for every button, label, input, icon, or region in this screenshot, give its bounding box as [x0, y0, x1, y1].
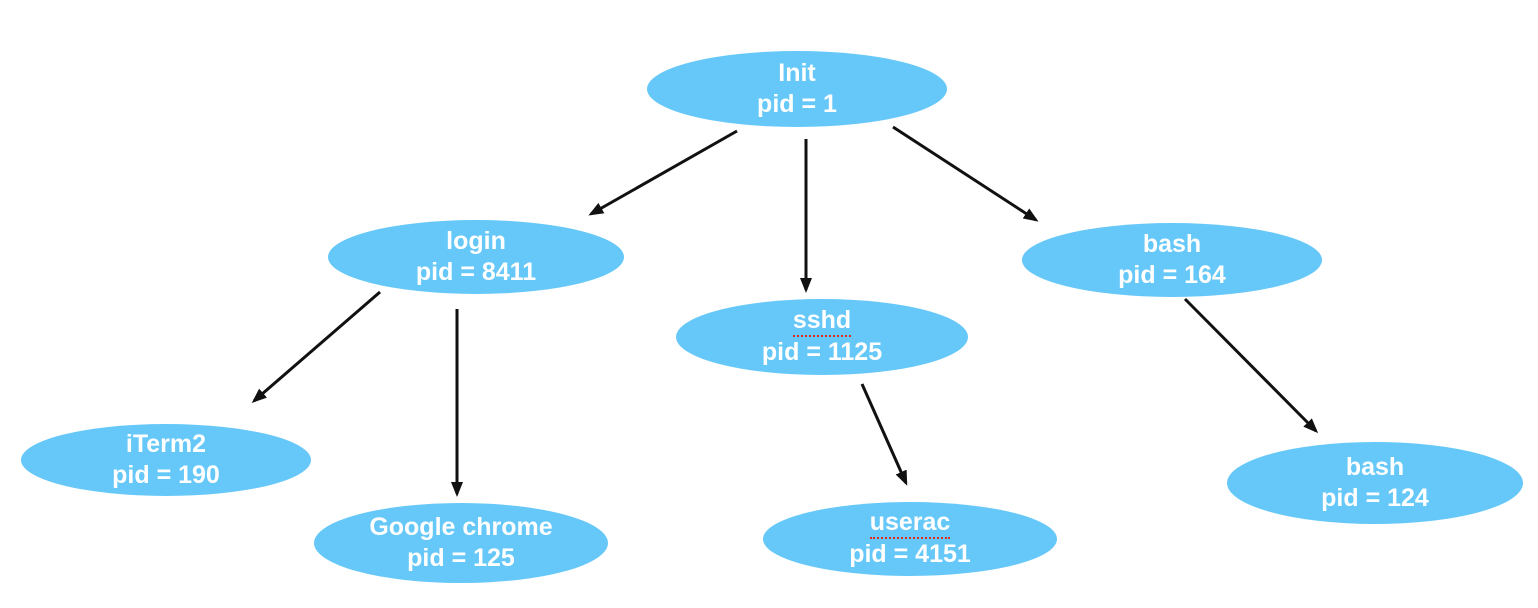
process-pid: pid = 164	[1118, 261, 1226, 289]
node-bash-124: bash pid = 124	[1227, 442, 1523, 524]
node-bash-164: bash pid = 164	[1022, 223, 1322, 297]
node-iterm2: iTerm2 pid = 190	[21, 424, 311, 496]
node-sshd: sshd pid = 1125	[676, 299, 968, 375]
process-pid: pid = 190	[112, 461, 220, 489]
process-pid: pid = 124	[1321, 484, 1429, 512]
process-name: Google chrome	[369, 513, 553, 541]
process-name: Init	[778, 59, 816, 87]
process-name: bash	[1142, 230, 1202, 258]
process-pid: pid = 4151	[849, 539, 971, 568]
process-name: sshd	[792, 306, 852, 337]
edge-bash164-bash124	[1183, 297, 1319, 434]
process-name: bash	[1345, 453, 1405, 481]
edge-init-login	[588, 129, 738, 216]
node-userac: userac pid = 4151	[763, 502, 1057, 576]
edge-sshd-userac	[860, 383, 908, 486]
node-google-chrome: Google chrome pid = 125	[314, 503, 608, 583]
process-name: iTerm2	[125, 430, 207, 458]
process-pid: pid = 8411	[415, 258, 537, 286]
process-name: login	[446, 227, 506, 255]
process-name: userac	[869, 508, 951, 539]
edge-login-iterm2	[251, 290, 381, 403]
process-pid: pid = 125	[407, 544, 515, 572]
process-pid: pid = 1125	[761, 337, 883, 366]
edge-init-bash-164	[892, 125, 1039, 222]
process-pid: pid = 1	[757, 90, 837, 118]
node-login: login pid = 8411	[328, 220, 624, 294]
node-init: Init pid = 1	[647, 51, 947, 127]
